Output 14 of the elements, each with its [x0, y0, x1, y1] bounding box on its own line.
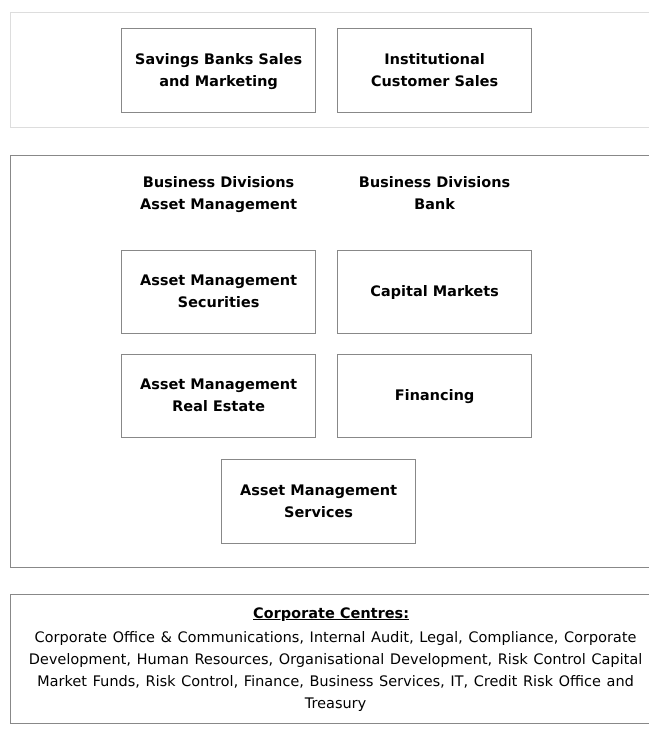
section-heading: Corporate Centres: — [252, 605, 410, 624]
division-box: Asset Management Services — [221, 459, 416, 544]
column-heading: Business Divisions Bank — [358, 174, 512, 215]
column-heading: Business Divisions Asset Management — [138, 174, 298, 215]
division-box: Institutional Customer Sales — [337, 28, 532, 113]
group-frame — [10, 12, 649, 128]
division-box: Financing — [337, 354, 532, 438]
section-panel — [10, 594, 649, 724]
division-box: Asset Management Real Estate — [121, 354, 316, 438]
division-box: Savings Banks Sales and Marketing — [121, 28, 316, 113]
division-box: Asset Management Securities — [121, 250, 316, 334]
section-panel — [10, 155, 649, 568]
division-box: Capital Markets — [337, 250, 532, 334]
description-text: Corporate Office & Communications, Internal Audit, Legal, Compliance, Corporate Development, Human Resources, Organisational Development, Risk Control Capital Market Funds, Risk Control, Finance, Business Services, IT, Credit Risk Office and Treasury — [28, 629, 644, 714]
